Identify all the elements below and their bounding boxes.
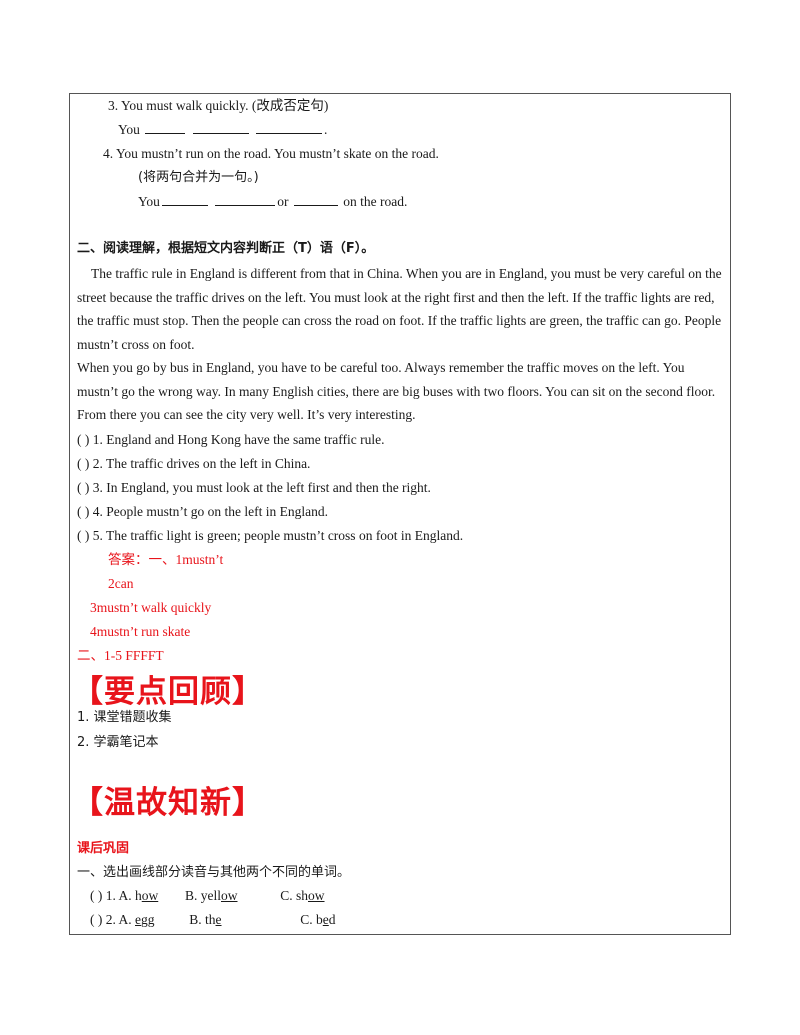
answer-prefix: You — [118, 122, 140, 137]
key-point-item-1: 1. 课堂错题收集 — [77, 710, 172, 725]
option-c: C. bed — [300, 912, 336, 927]
tf-question-1: ( ) 1. England and Hong Kong have the sa… — [77, 432, 385, 447]
question-4-instruction: (将两句合并为一句。) — [138, 170, 259, 185]
key-point-item-2: 2. 学霸笔记本 — [77, 735, 159, 750]
reading-paragraph-1: The traffic rule in England is different… — [77, 266, 722, 352]
reading-paragraph-2: When you go by bus in England, you have … — [77, 360, 716, 423]
answer-suffix: on the road. — [343, 194, 408, 209]
tf-question-3: ( ) 3. In England, you must look at the … — [77, 480, 431, 495]
review-title: 【温故知新】 — [72, 785, 264, 821]
question-3-answer-line: You . — [118, 121, 327, 139]
answer-line-2: 2can — [108, 576, 134, 591]
answer-line-5: 二、1-5 FFFFT — [77, 648, 164, 663]
answer-prefix: You — [138, 194, 160, 209]
answer-or: or — [277, 194, 289, 209]
review-subheading: 课后巩固 — [77, 841, 130, 856]
option-a: ( ) 2. A. egg — [90, 912, 155, 927]
blank-field[interactable] — [215, 193, 276, 206]
reading-heading: 二、阅读理解，根据短文内容判断正（T）语（F）。 — [77, 241, 375, 256]
review-instruction: 一、选出画线部分读音与其他两个不同的单词。 — [77, 865, 351, 880]
question-4-answer-line: You or on the road. — [138, 193, 407, 211]
option-c: C. show — [280, 888, 325, 903]
blank-field[interactable] — [256, 121, 323, 134]
tf-question-4: ( ) 4. People mustn’t go on the left in … — [77, 504, 328, 519]
blank-field[interactable] — [145, 121, 186, 134]
option-b: B. yellow — [185, 888, 238, 903]
blank-field[interactable] — [293, 193, 338, 206]
key-points-title: 【要点回顾】 — [72, 674, 264, 710]
question-3: 3. You must walk quickly. (改成否定句) — [108, 98, 329, 113]
answer-line-3: 3mustn’t walk quickly — [90, 600, 212, 615]
review-question-2: ( ) 2. A. egg B. the C. bed — [90, 911, 336, 929]
answer-suffix: . — [324, 122, 328, 137]
option-b: B. the — [189, 912, 222, 927]
answer-line-1: 答案：一、1mustn’t — [108, 552, 224, 567]
review-question-1: ( ) 1. A. how B. yellow C. show — [90, 887, 325, 905]
tf-question-5: ( ) 5. The traffic light is green; peopl… — [77, 528, 464, 543]
blank-field[interactable] — [161, 193, 208, 206]
question-4: 4. You mustn’t run on the road. You must… — [103, 146, 439, 161]
option-a: ( ) 1. A. how — [90, 888, 159, 903]
content-frame — [69, 93, 731, 935]
blank-field[interactable] — [192, 121, 249, 134]
tf-question-2: ( ) 2. The traffic drives on the left in… — [77, 456, 311, 471]
answer-line-4: 4mustn’t run skate — [90, 624, 191, 639]
